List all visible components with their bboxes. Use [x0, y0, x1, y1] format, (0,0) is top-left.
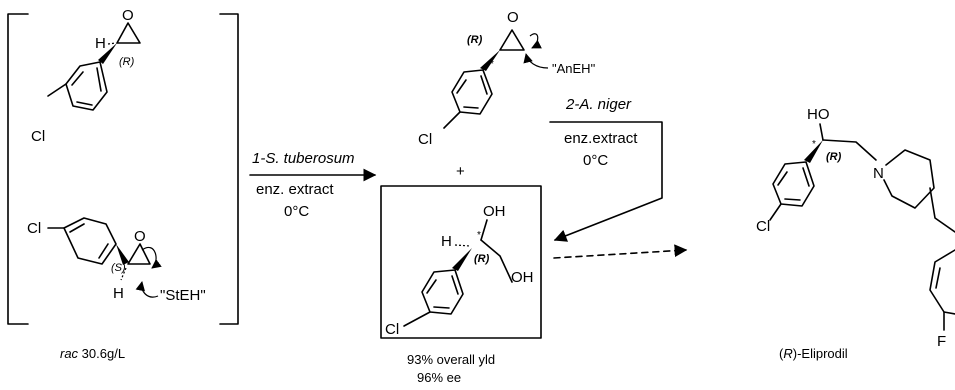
- step2-reagent: 2-A. niger: [565, 96, 632, 113]
- step2-temperature: 0°C: [583, 152, 608, 169]
- intermediate-stereo-label: (R): [467, 34, 483, 46]
- intermediate-wedge: [480, 50, 500, 71]
- r-epoxide-wedge: [98, 43, 117, 64]
- s-epoxide-attack-arrow: [135, 281, 159, 298]
- plus-sign: +: [456, 163, 465, 180]
- diol-benzene-ring: [421, 269, 464, 315]
- yield-text: 93% overall yld: [407, 352, 495, 367]
- diol-box: OH H * (R) OH Cl: [380, 185, 542, 339]
- intermediate-benzene-ring: [451, 69, 493, 115]
- eliprodil-wedge: [804, 140, 823, 163]
- r-epoxide-cl-label: Cl: [31, 128, 45, 145]
- s-epoxide-enzyme-tag: "StEH": [160, 287, 206, 304]
- s-epoxide-opening-arrow: [141, 247, 162, 269]
- s-epoxide-benzene-ring: [63, 217, 117, 265]
- step1-extract: enz. extract: [256, 181, 334, 198]
- step2-conditions: 2-A. niger enz.extract 0°C: [549, 96, 663, 242]
- ee-text: 96% ee: [417, 370, 461, 385]
- eliprodil-structure: HO * (R) N Cl F: [756, 106, 955, 350]
- eliprodil-chlorophenyl-ring: [772, 161, 815, 207]
- diol-star: *: [477, 230, 481, 241]
- s-epoxide-structure: Cl O (S) H "StEH": [27, 217, 206, 304]
- eliprodil-name: (R)-Eliprodil: [779, 346, 848, 361]
- intermediate-epoxide-ring: [499, 29, 525, 51]
- step1-conditions: 1-S. tuberosum enz. extract 0°C: [249, 150, 377, 220]
- r-epoxide-h-label: H: [95, 35, 106, 52]
- s-epoxide-cl-label: Cl: [27, 220, 41, 237]
- s-epoxide-wedge: [116, 244, 129, 265]
- diol-stereo-label: (R): [474, 253, 490, 265]
- racemate-caption: rac 30.6g/L: [60, 346, 125, 361]
- intermediate-o-label: O: [507, 9, 519, 26]
- eliprodil-ho-label: HO: [807, 106, 830, 123]
- eliprodil-star: *: [812, 139, 816, 150]
- dashed-conversion-arrow: [553, 244, 688, 259]
- step2-extract: enz.extract: [564, 130, 638, 147]
- eliprodil-name-rest: -Eliprodil: [797, 346, 848, 361]
- intermediate-epoxide-structure: O (R) * "AnEH" Cl: [418, 9, 596, 148]
- diol-h-label: H: [441, 233, 452, 250]
- step1-temperature: 0°C: [284, 203, 309, 220]
- intermediate-opening-arrow: [529, 33, 542, 49]
- s-epoxide-o-label: O: [134, 228, 146, 245]
- intermediate-enzyme-tag: "AnEH": [552, 61, 596, 76]
- intermediate-cl-label: Cl: [418, 131, 432, 148]
- eliprodil-stereo-label: (R): [826, 151, 842, 163]
- intermediate-attack-arrow: [523, 53, 549, 69]
- s-epoxide-ring: [127, 243, 151, 265]
- eliprodil-n-label: N: [873, 165, 884, 182]
- eliprodil-f-label: F: [937, 333, 946, 350]
- diol-top-oh: OH: [483, 203, 506, 220]
- r-epoxide-benzene-ring: [65, 61, 108, 111]
- step2-arrow: [549, 121, 663, 242]
- r-epoxide-o-label: O: [122, 7, 134, 24]
- racemate-caption-rac: rac: [60, 346, 79, 361]
- diol-cl-label: Cl: [385, 321, 399, 338]
- eliprodil-cl-label: Cl: [756, 218, 770, 235]
- eliprodil-name-stereo: R: [783, 346, 792, 361]
- r-epoxide-stereo-label: (R): [119, 56, 135, 68]
- racemate-caption-amount: 30.6g/L: [78, 346, 125, 361]
- racemate-bracket: [7, 13, 239, 325]
- eliprodil-piperidine-ring: [883, 149, 935, 209]
- diol-wedge: [452, 248, 472, 271]
- r-epoxide-ring: [116, 22, 141, 44]
- diol-frame: [380, 185, 542, 339]
- s-epoxide-stereo-label: (S): [111, 262, 126, 274]
- intermediate-star: *: [490, 59, 494, 70]
- diol-right-oh: OH: [511, 269, 534, 286]
- step1-reagent: 1-S. tuberosum: [252, 150, 355, 167]
- r-epoxide-structure: O H (R) Cl: [31, 7, 141, 145]
- s-epoxide-h-label: H: [113, 285, 124, 302]
- eliprodil-fluorophenyl-ring: [929, 249, 955, 315]
